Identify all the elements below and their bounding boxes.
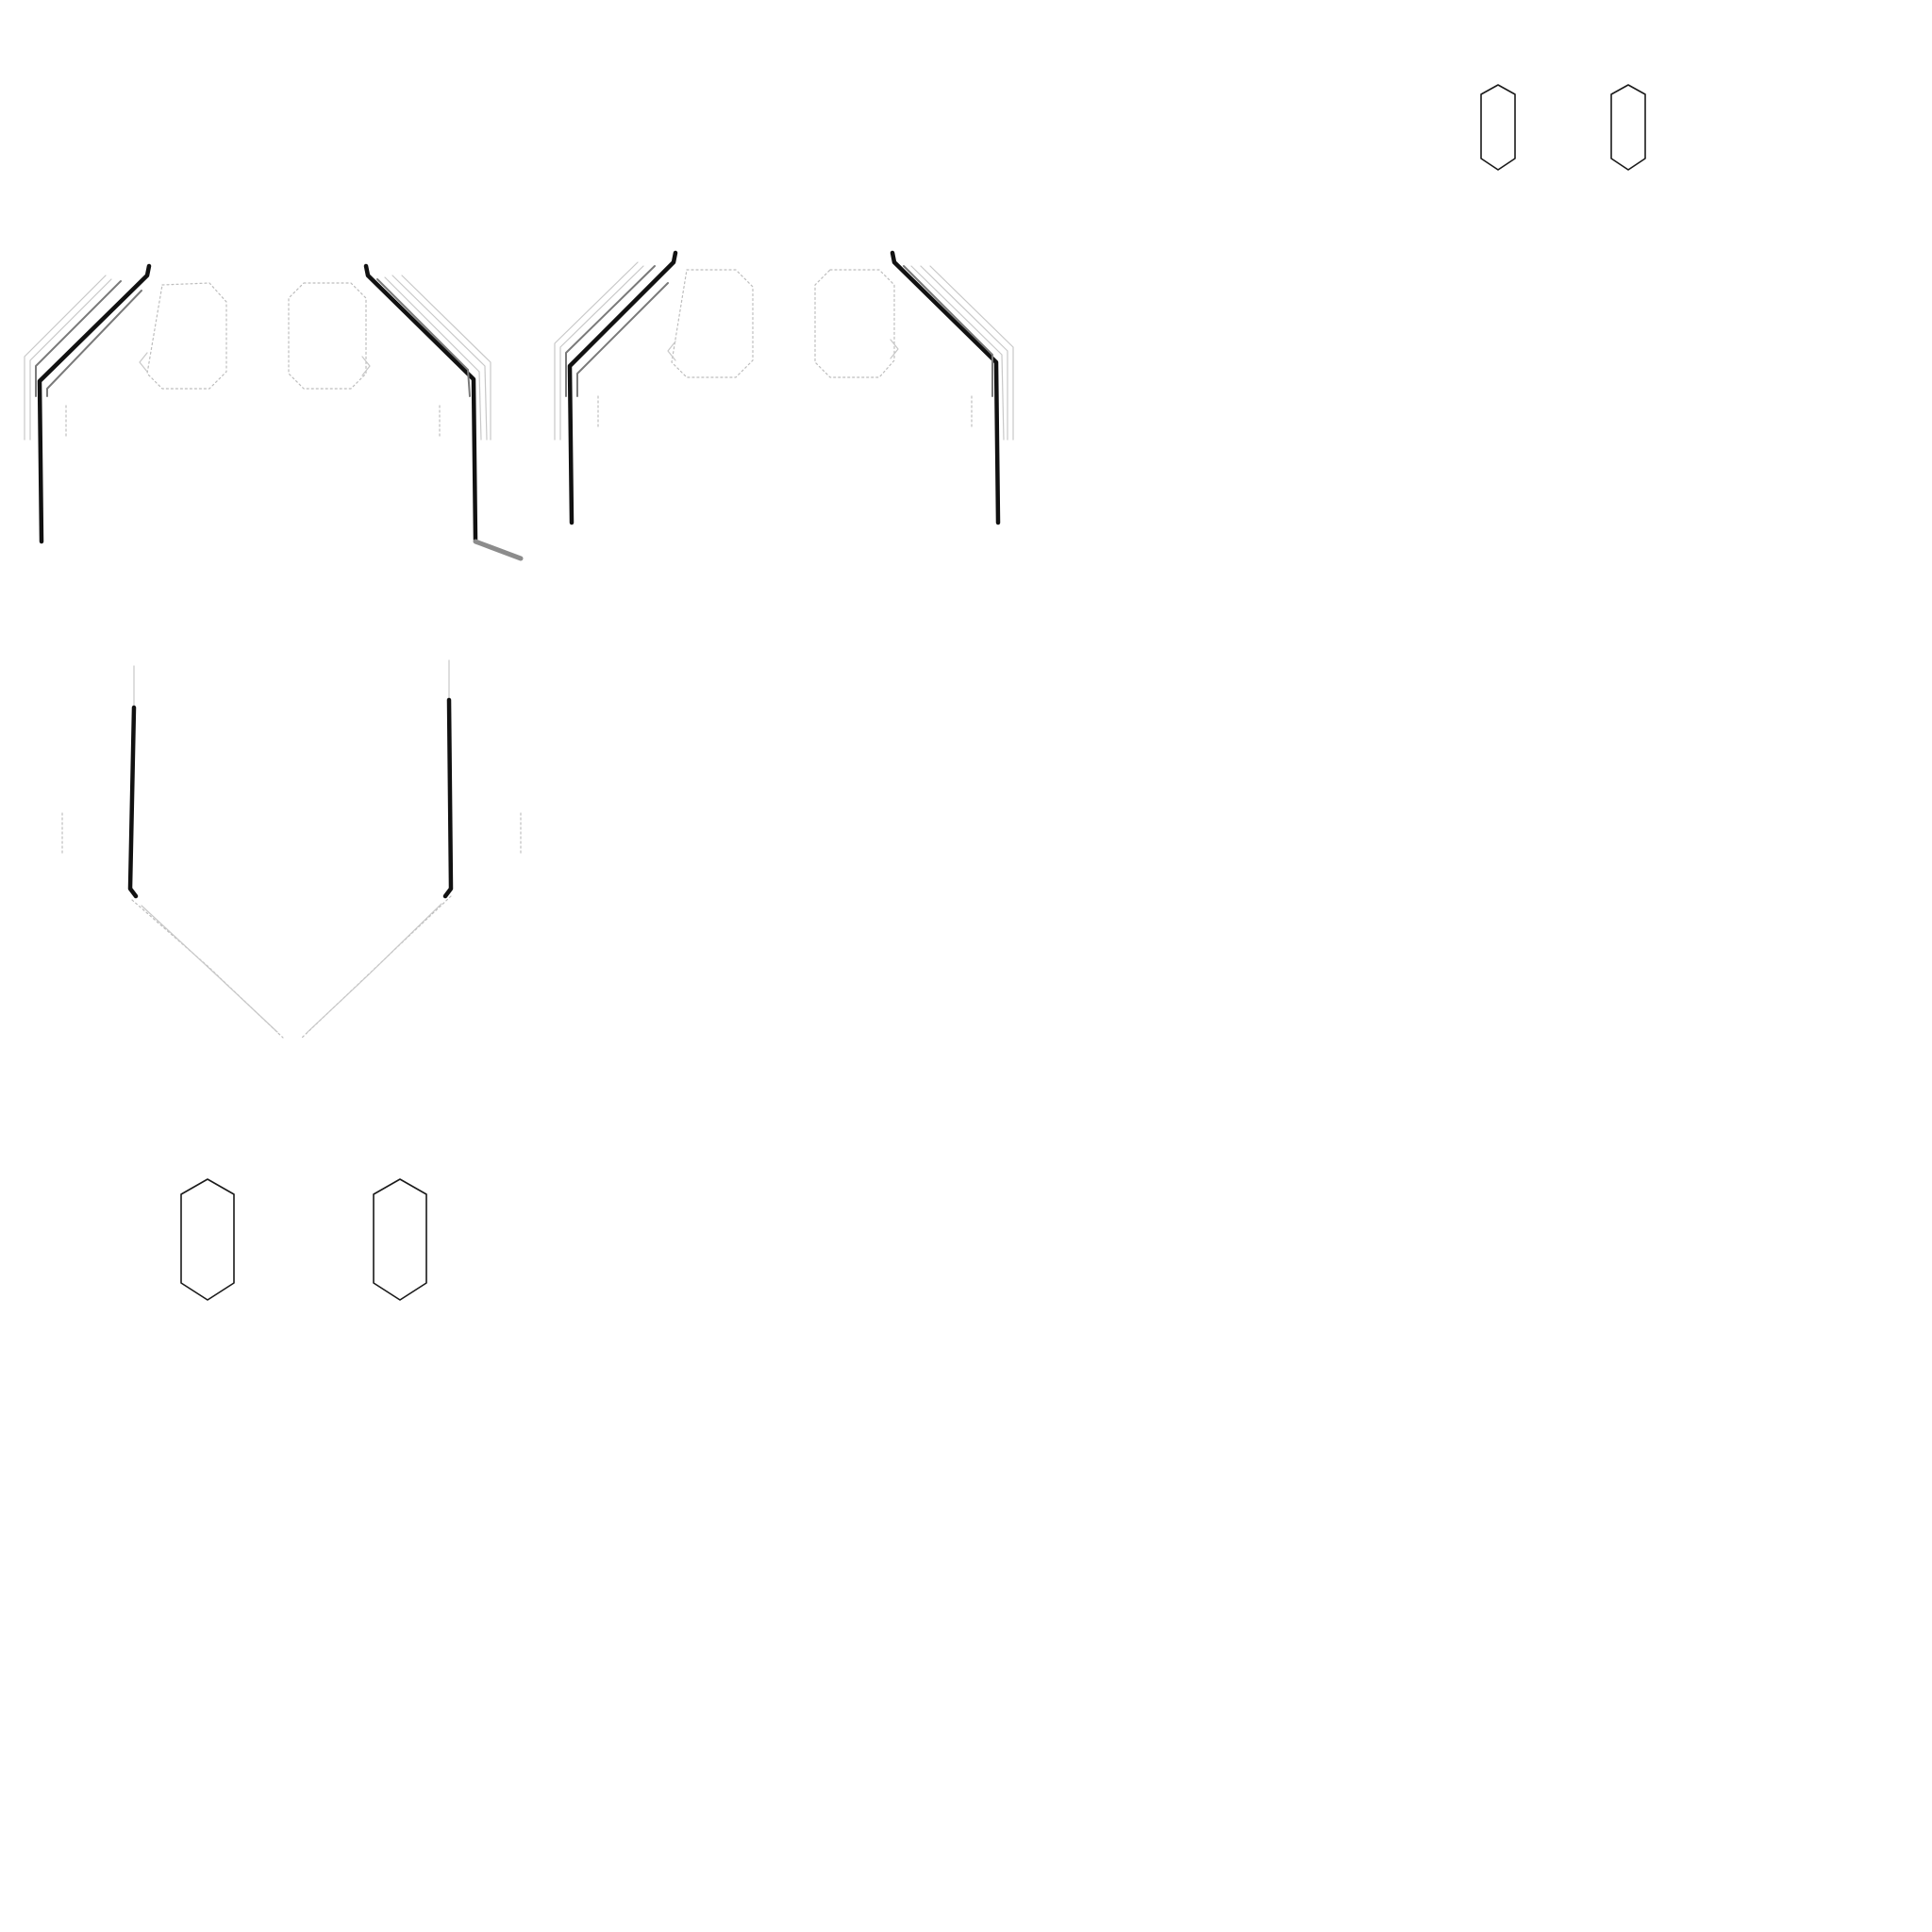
small-hexagon-pair-top-right bbox=[1480, 84, 1646, 171]
hexagon-piece bbox=[1480, 84, 1516, 171]
pocket-outline-right bbox=[814, 269, 895, 378]
pocket-outline-right bbox=[288, 282, 367, 390]
front-bodice-panel-left bbox=[24, 263, 524, 561]
seam-guide-line bbox=[559, 265, 644, 441]
panel-edge-left bbox=[127, 705, 139, 899]
pocket-outline-left bbox=[671, 269, 754, 378]
skirt-panel bbox=[61, 659, 522, 1039]
hexagon-piece bbox=[180, 1178, 235, 1301]
small-hexagon-pair-bottom bbox=[180, 1178, 427, 1301]
inner-guide-line bbox=[46, 290, 142, 397]
seam-guide-line bbox=[35, 280, 122, 397]
seam-guide-line bbox=[910, 265, 1005, 441]
seam-guide-line bbox=[929, 265, 1014, 441]
seam-guide-line bbox=[554, 261, 639, 441]
notch-mark bbox=[139, 352, 148, 373]
inner-guide-line bbox=[376, 278, 471, 397]
panel-edge-right bbox=[890, 250, 1001, 525]
notch-mark bbox=[667, 341, 676, 361]
panel-edge-right bbox=[363, 263, 478, 542]
seam-guide-line bbox=[401, 275, 491, 441]
seam-guide-line bbox=[24, 275, 107, 441]
seam-guide-line bbox=[565, 265, 656, 397]
pocket-outline-left bbox=[146, 282, 227, 390]
inner-guide-line bbox=[903, 265, 993, 397]
notch-mark bbox=[361, 356, 371, 376]
hexagon-piece bbox=[1610, 84, 1646, 171]
hem-point-left bbox=[131, 899, 284, 1039]
panel-edge-right bbox=[442, 697, 454, 899]
inner-guide-line bbox=[576, 282, 669, 397]
hexagon-piece bbox=[373, 1178, 427, 1301]
front-bodice-panel-right bbox=[554, 250, 1014, 525]
seam-guide-line bbox=[29, 278, 112, 441]
hem-guide-right bbox=[307, 903, 442, 1033]
seam-guide-line bbox=[391, 275, 488, 441]
seam-guide-line bbox=[384, 276, 482, 441]
binding-tab bbox=[473, 539, 524, 561]
panel-edge-left bbox=[37, 263, 152, 544]
seam-guide-line bbox=[920, 265, 1008, 441]
panel-edge-left bbox=[567, 250, 678, 525]
notch-mark bbox=[890, 339, 899, 359]
hem-guide-left bbox=[141, 905, 278, 1033]
